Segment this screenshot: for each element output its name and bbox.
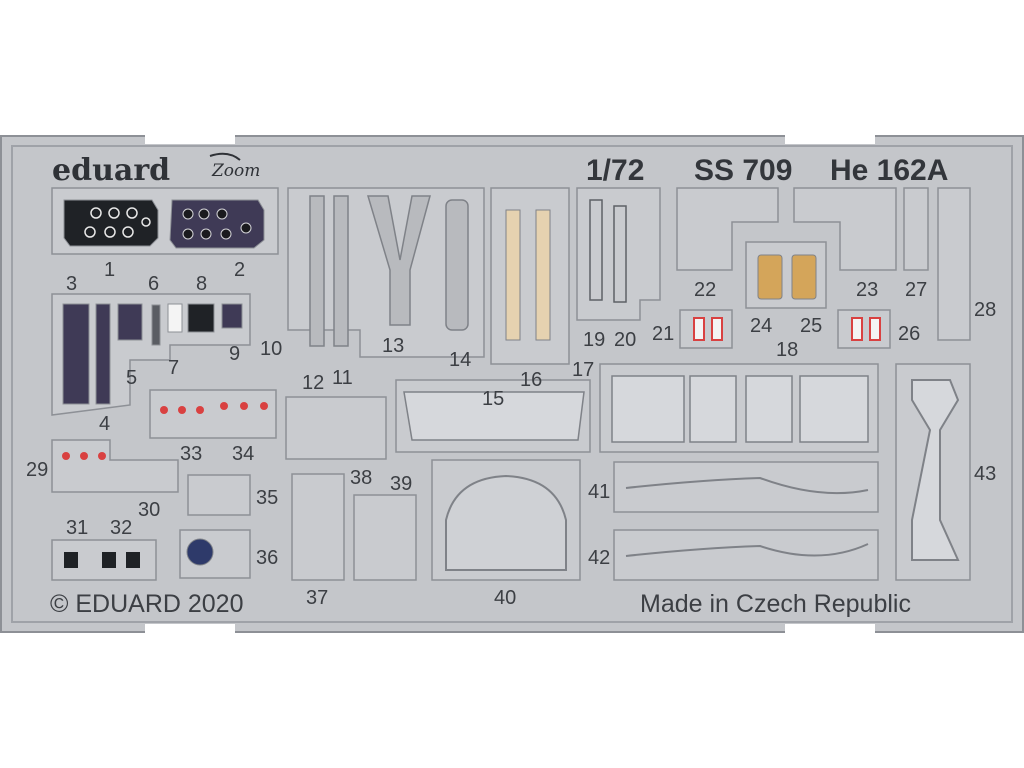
part-number-7: 7 xyxy=(168,357,179,379)
part-number-32: 32 xyxy=(110,517,132,539)
part-number-9: 9 xyxy=(229,343,240,365)
part-frame xyxy=(291,473,345,581)
part-number-26: 26 xyxy=(898,323,920,345)
part-frame xyxy=(676,187,779,271)
bulkhead-15 xyxy=(403,391,585,441)
part-number-35: 35 xyxy=(256,487,278,509)
part-number-38: 38 xyxy=(350,467,372,489)
wire-42 xyxy=(625,543,869,557)
part-number-5: 5 xyxy=(126,367,137,389)
part-number-23: 23 xyxy=(856,279,878,301)
part-number-11: 11 xyxy=(332,367,353,389)
part-frame xyxy=(679,309,733,349)
part-number-37: 37 xyxy=(306,587,328,609)
part-number-20: 20 xyxy=(614,329,636,351)
part-number-13: 13 xyxy=(382,335,404,357)
side-panel-3 xyxy=(62,303,90,405)
frame-gap xyxy=(145,624,235,634)
part-number-10: 10 xyxy=(260,338,282,360)
part-number-42: 42 xyxy=(588,547,610,569)
headrest-25 xyxy=(791,254,817,300)
harness-frame xyxy=(490,187,570,365)
frame-gap xyxy=(785,134,875,144)
box-8 xyxy=(187,303,215,333)
lever-6 xyxy=(151,304,161,346)
box-32-a xyxy=(102,552,116,568)
instrument-panel-2 xyxy=(169,199,265,249)
part-frame xyxy=(149,389,277,439)
canopy-40 xyxy=(445,474,567,571)
part-number-36: 36 xyxy=(256,547,278,569)
part-number-8: 8 xyxy=(196,273,207,295)
part-frame xyxy=(837,309,891,349)
headrest-24 xyxy=(757,254,783,300)
part-number-17: 17 xyxy=(572,359,594,381)
part-number-6: 6 xyxy=(148,273,159,295)
part-number-39: 39 xyxy=(390,473,412,495)
aircraft-name: He 162A xyxy=(830,154,948,187)
scale-label: 1/72 xyxy=(586,154,644,187)
side-panel-5 xyxy=(117,303,143,341)
part-number-19: 19 xyxy=(583,329,605,351)
frame-gap xyxy=(785,624,875,634)
part-number-33: 33 xyxy=(180,443,202,465)
part-number-22: 22 xyxy=(694,279,716,301)
part-number-15: 15 xyxy=(482,388,504,410)
part-frame xyxy=(903,187,929,271)
set-code: SS 709 xyxy=(694,154,792,187)
part-number-1: 1 xyxy=(104,259,115,281)
copyright: © EDUARD 2020 xyxy=(50,590,244,618)
part-number-21: 21 xyxy=(652,323,674,345)
part-number-25: 25 xyxy=(800,315,822,337)
fret-inner-border xyxy=(11,145,1013,623)
part-number-24: 24 xyxy=(750,315,772,337)
part-number-18: 18 xyxy=(776,339,798,361)
box-9 xyxy=(221,303,243,329)
part-number-31: 31 xyxy=(66,517,88,539)
part-number-28: 28 xyxy=(974,299,996,321)
part-frame xyxy=(937,187,971,341)
part-number-4: 4 xyxy=(99,413,110,435)
frame-gap xyxy=(145,134,235,144)
part-frame xyxy=(613,529,879,581)
instrument-panel-1 xyxy=(63,199,159,247)
strap-43 xyxy=(911,379,960,561)
part-number-41: 41 xyxy=(588,481,610,503)
part-number-43: 43 xyxy=(974,463,996,485)
zoom-swoosh-icon xyxy=(209,152,241,161)
part-frame xyxy=(353,494,417,581)
box-32-b xyxy=(126,552,140,568)
part-number-27: 27 xyxy=(905,279,927,301)
part-frame xyxy=(793,187,897,271)
box-31 xyxy=(64,552,78,568)
brand-logo: eduard xyxy=(52,153,170,188)
part-number-16: 16 xyxy=(520,369,542,391)
gauge-36 xyxy=(186,538,214,566)
wire-41 xyxy=(625,476,869,495)
part-number-34: 34 xyxy=(232,443,254,465)
part-frame xyxy=(187,474,251,516)
part-number-14: 14 xyxy=(449,349,471,371)
origin-label: Made in Czech Republic xyxy=(640,590,911,618)
part-frame xyxy=(285,396,387,460)
part-number-2: 2 xyxy=(234,259,245,281)
part-frame xyxy=(613,461,879,513)
side-panel-4 xyxy=(95,303,111,405)
part-number-3: 3 xyxy=(66,273,77,295)
zoom-logo: Zoom xyxy=(211,161,260,181)
part-number-12: 12 xyxy=(302,372,324,394)
part-number-30: 30 xyxy=(138,499,160,521)
part-number-40: 40 xyxy=(494,587,516,609)
placard-7 xyxy=(167,303,183,333)
part-number-29: 29 xyxy=(26,459,48,481)
